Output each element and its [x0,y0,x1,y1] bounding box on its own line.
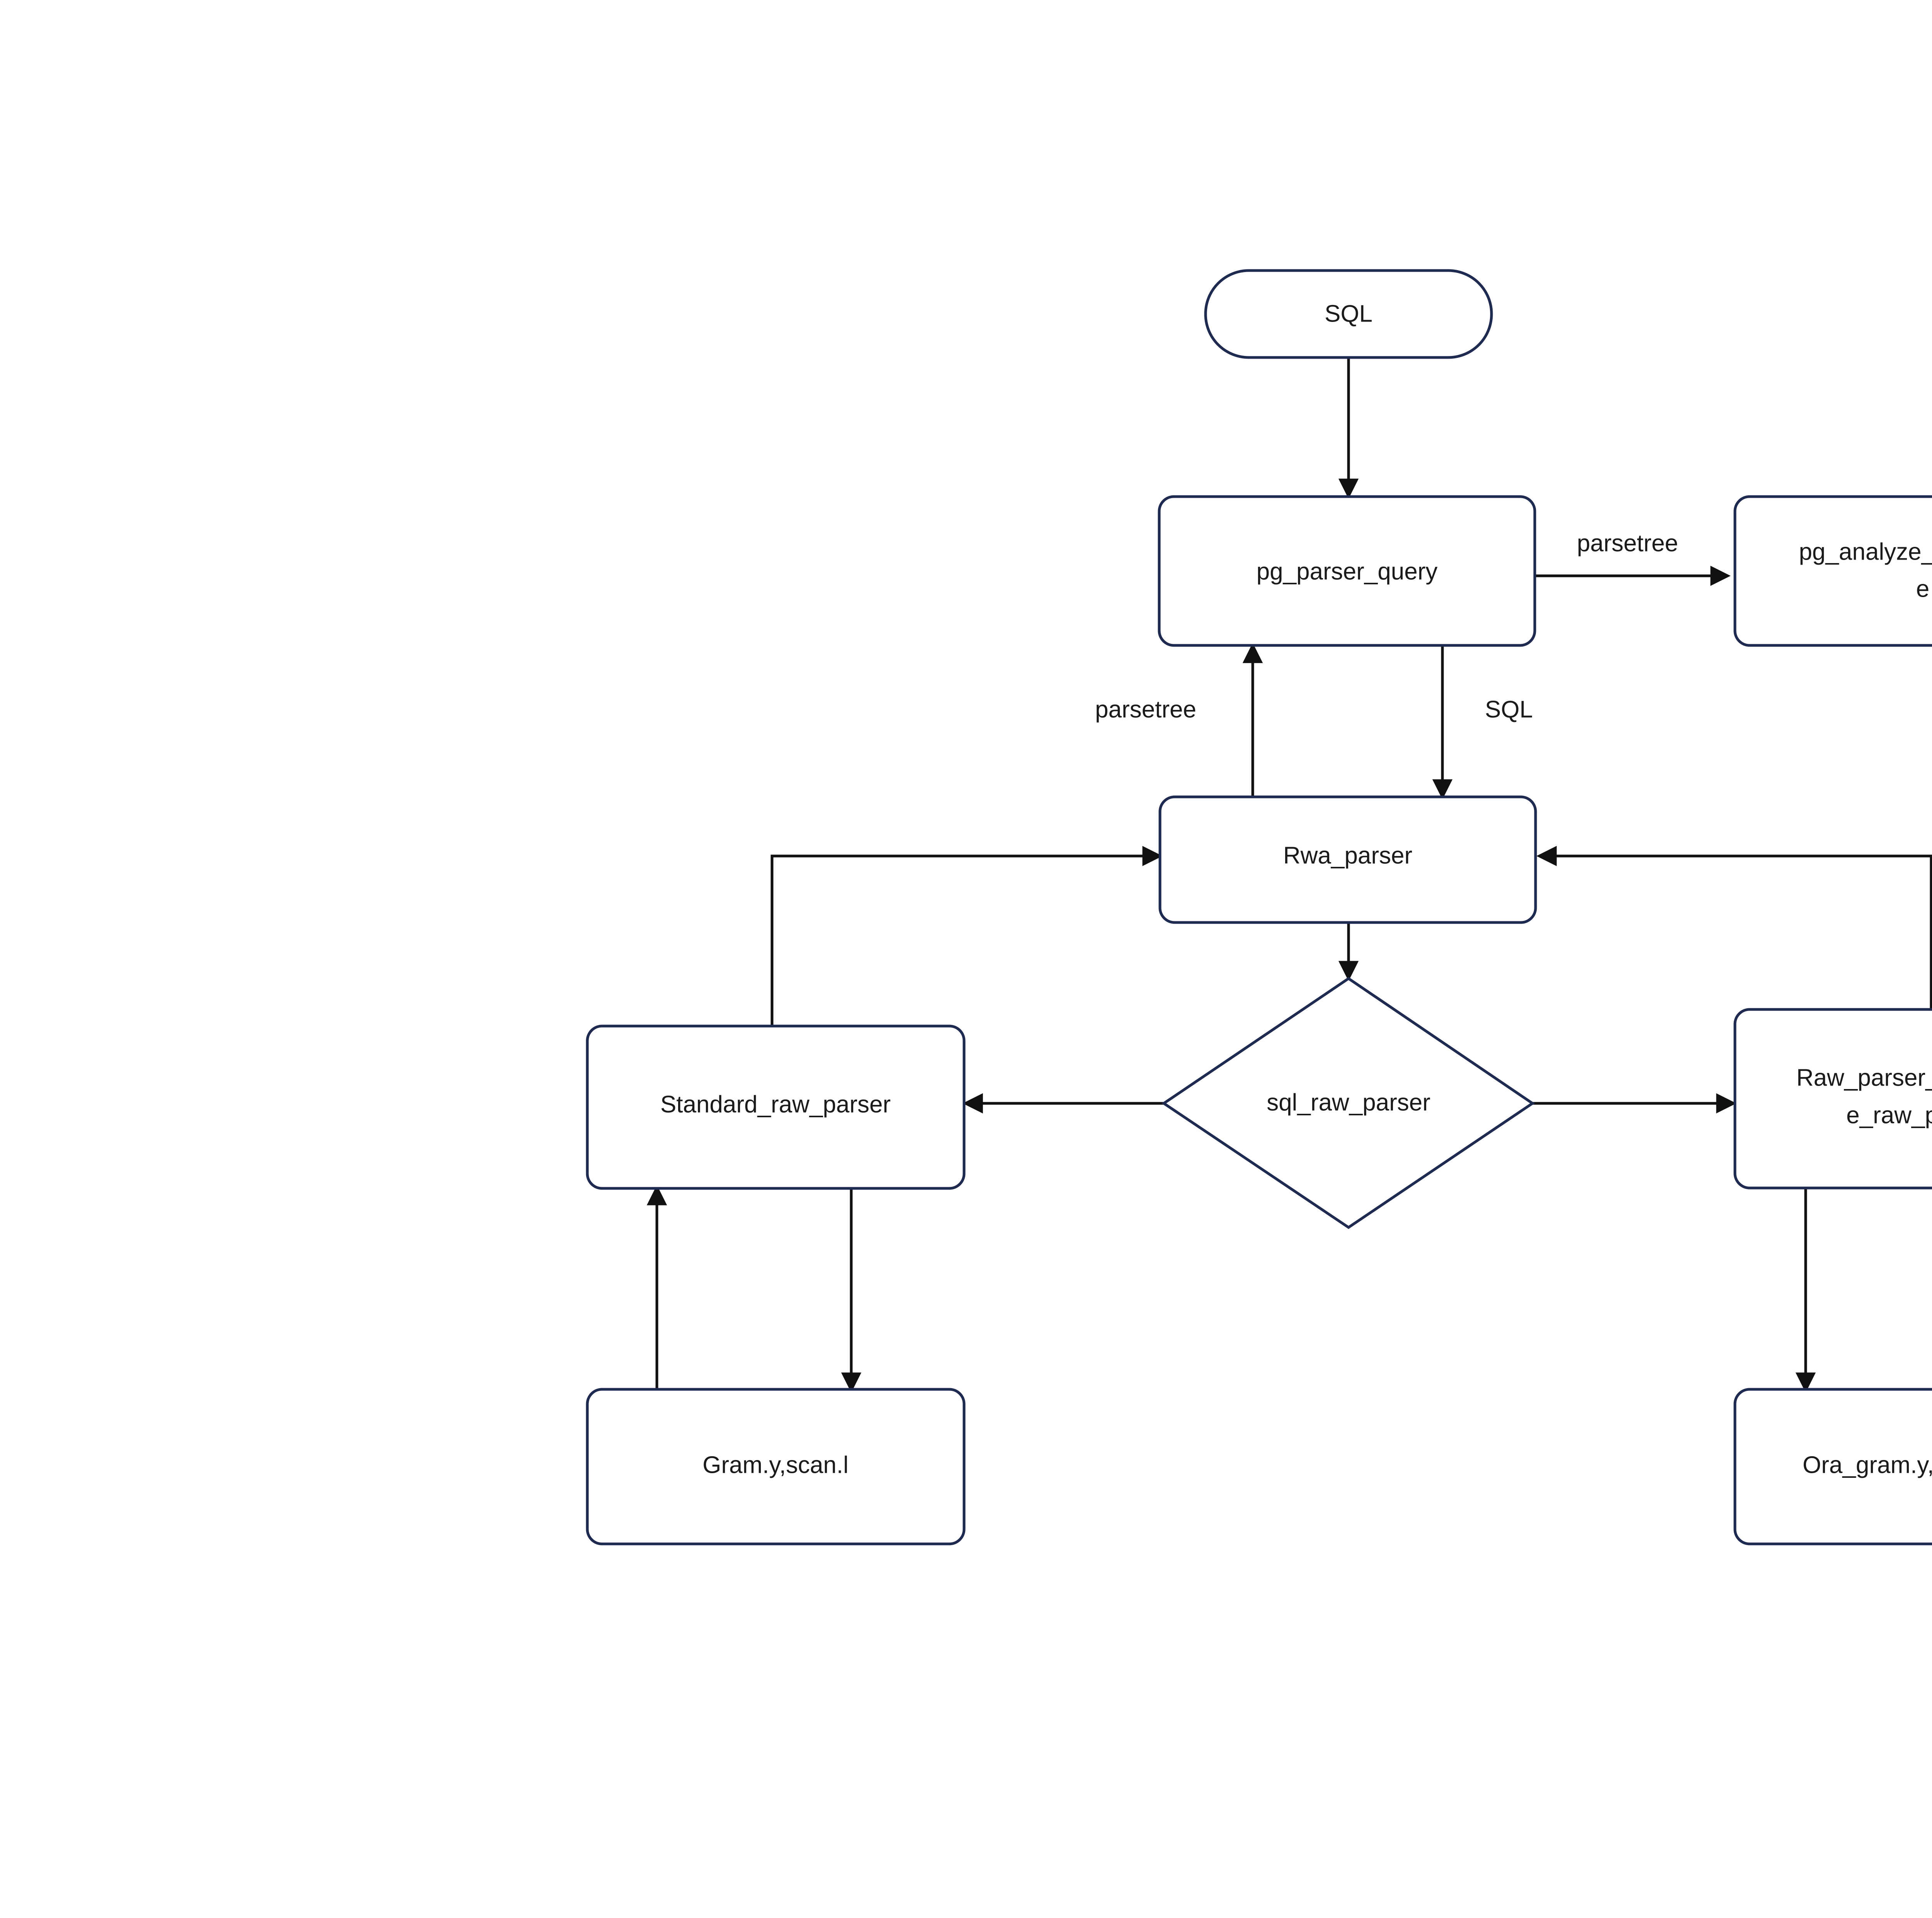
edge-label-parsetree-pgquery: parsetree [1095,696,1196,723]
edge-label-parsetree-analyze: parsetree [1577,530,1678,557]
edge-rwa-parser-to-pg-parser-query: parsetree [1095,643,1263,796]
edge-standard-raw-parser-to-rwa-parser [770,846,1163,1026]
node-gram-scan-label: Gram.y,scan.l [702,1452,849,1478]
node-rwa-parser-label: Rwa_parser [1283,842,1412,869]
node-ora-gram-scan[interactable]: Ora_gram.y,ora_scan.l [1733,1388,1932,1545]
node-pg-parser-query-label: pg_parser_query [1257,558,1438,585]
node-standard-raw-parser-label: Standard_raw_parser [660,1091,891,1118]
node-pg-analyze-and-rewrite[interactable]: pg_analyze_and_rewrit e [1733,495,1932,647]
edge-pg-parser-query-to-pg-analyze: parsetree [1535,530,1731,586]
node-sql-raw-parser-label: sql_raw_parser [1267,1089,1430,1116]
node-gram-scan[interactable]: Gram.y,scan.l [586,1388,966,1545]
node-sql-raw-parser[interactable]: sql_raw_parser [1161,977,1535,1229]
node-sql[interactable]: SQL [1204,269,1493,359]
node-raw-parser-hook[interactable]: Raw_parser_hook(oracl e_raw_parser) [1733,1008,1932,1190]
node-pg-analyze-and-rewrite-label-cont: e [1916,575,1929,602]
node-pg-parser-query[interactable]: pg_parser_query [1158,495,1536,647]
edge-raw-parser-hook-to-rwa-parser [1536,846,1932,1026]
node-raw-parser-hook-label: Raw_parser_hook(oracl [1796,1064,1932,1091]
node-ora-gram-scan-label: Ora_gram.y,ora_scan.l [1803,1452,1932,1478]
node-sql-label: SQL [1325,300,1372,327]
node-standard-raw-parser[interactable]: Standard_raw_parser [586,1025,966,1190]
node-rwa-parser[interactable]: Rwa_parser [1158,795,1537,924]
edge-pg-parser-query-to-rwa-parser: SQL [1432,646,1533,800]
node-pg-analyze-and-rewrite-label: pg_analyze_and_rewrit [1799,538,1932,565]
edge-label-sql: SQL [1485,696,1533,723]
node-raw-parser-hook-label-cont: e_raw_parser) [1846,1102,1932,1128]
